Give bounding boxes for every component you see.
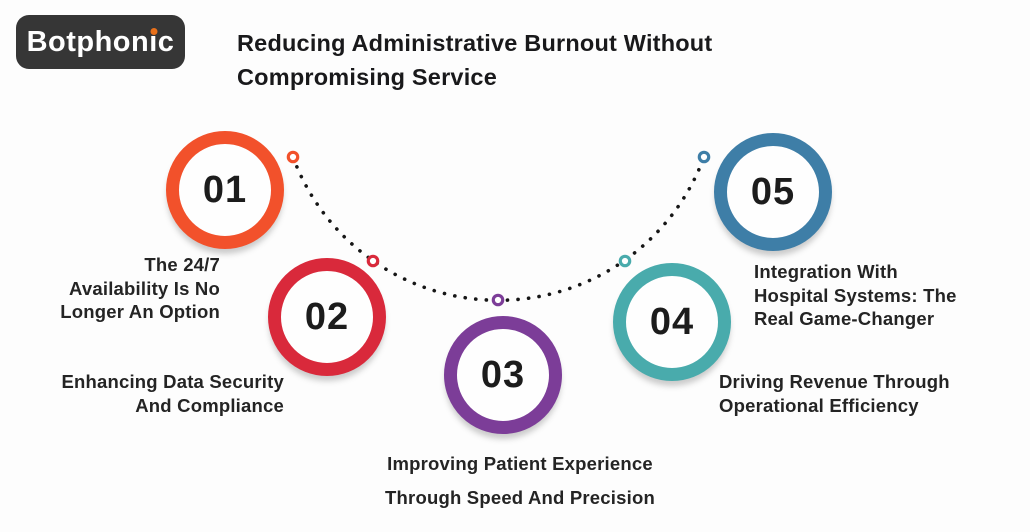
step-number-05: 05	[750, 170, 796, 213]
logo-text-i: i	[149, 25, 158, 58]
node-dot-2	[366, 254, 380, 268]
step-number-03: 03	[480, 353, 526, 396]
page-title-line2: Compromising Service	[237, 64, 497, 90]
step-number-04: 04	[649, 300, 695, 343]
node-dot-4	[618, 254, 632, 268]
step-circle-03: 03	[444, 316, 562, 434]
node-dot-3	[491, 293, 505, 307]
step-label-01: The 24/7 Availability Is No Longer An Op…	[60, 254, 220, 322]
logo-text-pre: Botphon	[26, 25, 150, 58]
step-label-04: Driving Revenue Through Operational Effi…	[719, 371, 950, 416]
step-circle-05: 05	[714, 133, 832, 251]
step-label-05: Integration With Hospital Systems: The R…	[754, 261, 957, 329]
node-dot-5	[697, 150, 711, 164]
step-circle-02: 02	[268, 258, 386, 376]
step-label-03: Improving Patient Experience Through Spe…	[385, 453, 655, 508]
step-number-02: 02	[304, 295, 350, 338]
page-title-line1: Reducing Administrative Burnout Without	[237, 30, 713, 56]
step-label-02: Enhancing Data Security And Compliance	[61, 371, 284, 416]
step-circle-01: 01	[166, 131, 284, 249]
node-dot-1	[286, 150, 300, 164]
step-number-01: 01	[202, 168, 248, 211]
step-circle-04: 04	[613, 263, 731, 381]
page-title: Reducing Administrative Burnout Without …	[237, 26, 712, 94]
logo-text-post: c	[157, 25, 175, 58]
